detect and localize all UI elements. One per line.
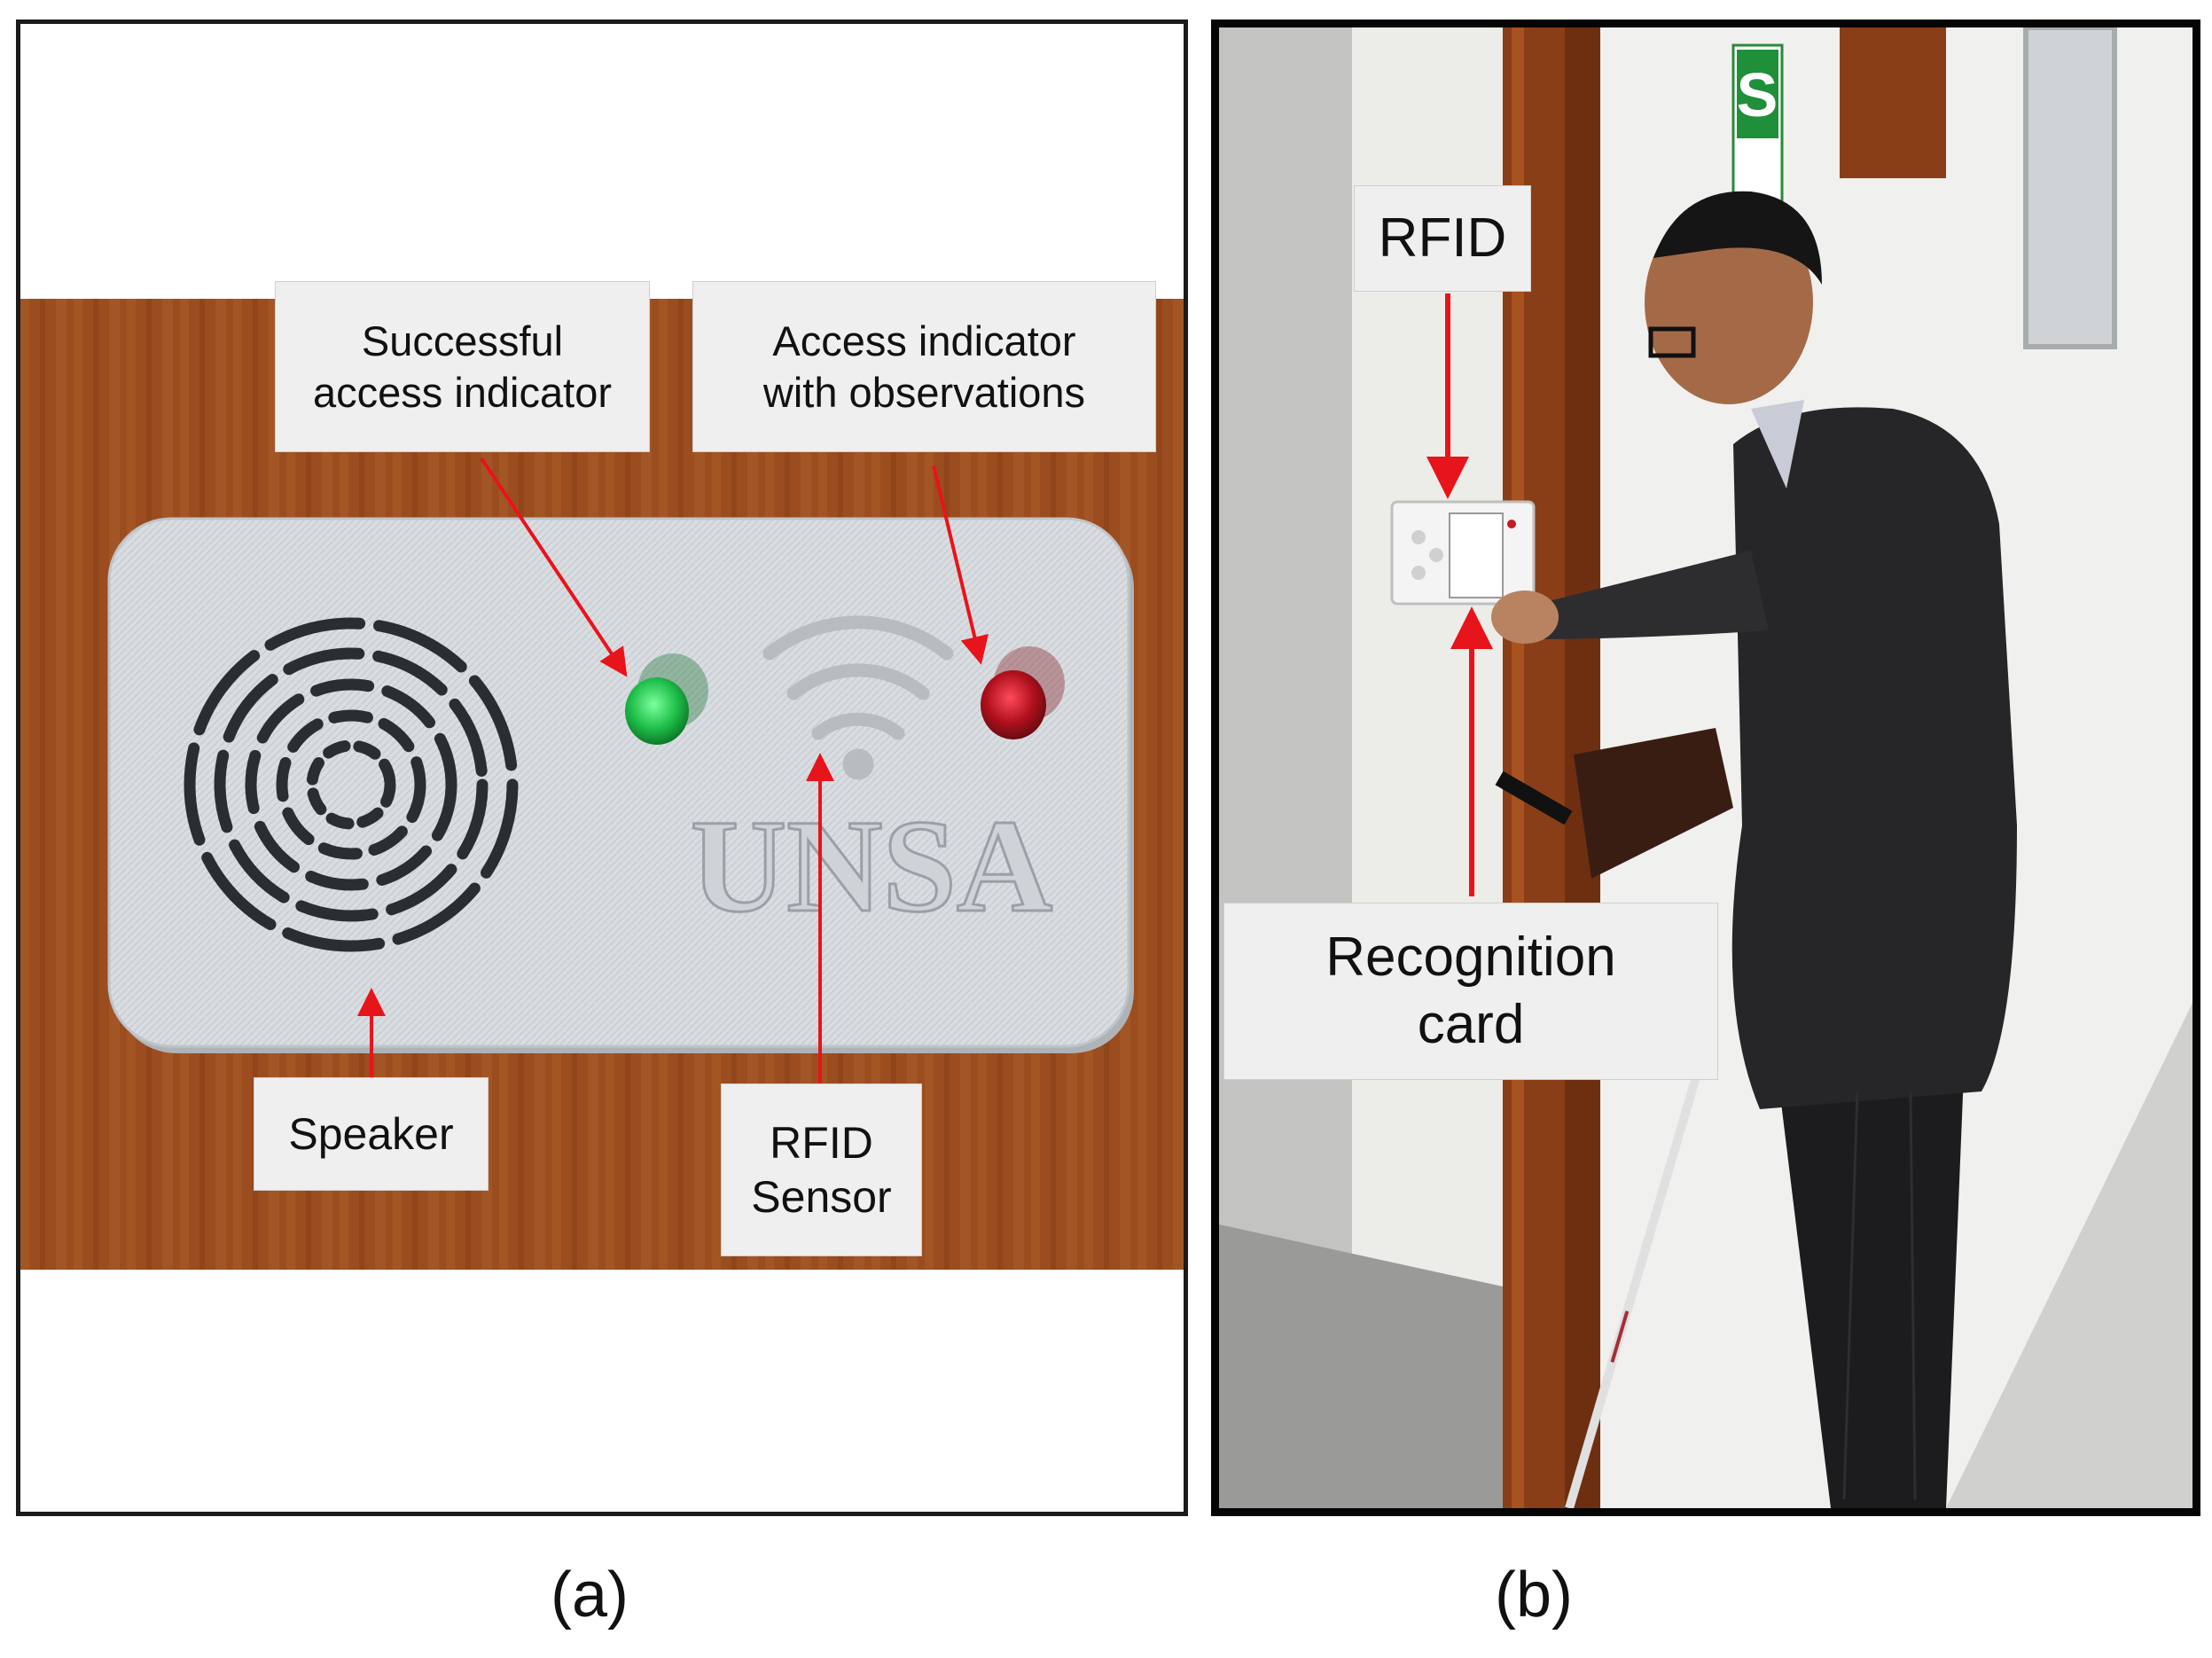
label-recognition-card: Recognition card (1223, 903, 1718, 1080)
speaker-grille-icon (184, 617, 519, 952)
rfid-wave-icon (762, 615, 954, 780)
access-device (107, 517, 1134, 1053)
recognition-card (1449, 512, 1504, 598)
unsa-logo: UNSA (691, 793, 1052, 940)
panel-b: S (1211, 20, 2200, 1516)
hall-floor (1946, 1003, 2192, 1508)
label-successful-access: Successful access indicator (275, 281, 650, 452)
panel-b-photo: S (1219, 27, 2192, 1508)
white-cane (1565, 1054, 1707, 1508)
person (1491, 191, 2017, 1508)
label-access-with-observations: Access indicator with observations (692, 281, 1156, 452)
arrow-access-observations (932, 465, 989, 665)
window (2023, 27, 2117, 349)
red-led (981, 646, 1065, 739)
label-speaker: Speaker (254, 1077, 489, 1191)
panel-a-photo: UNSA (20, 299, 1184, 1270)
panel-a: UNSA Successful access indicator Access … (16, 20, 1188, 1516)
door-frame (1503, 27, 1600, 1508)
label-rfid-sensor: RFID Sensor (721, 1083, 922, 1256)
distant-door (1840, 27, 1946, 178)
arrow-successful-access (480, 457, 628, 677)
callout-arrows-b (1426, 293, 1493, 896)
svg-text:S: S (1737, 60, 1778, 129)
callout-arrows (357, 457, 989, 1088)
floor (1219, 1224, 1503, 1508)
caption-a: (a) (551, 1560, 629, 1631)
label-rfid: RFID (1354, 185, 1531, 292)
green-led (625, 653, 708, 745)
caption-b: (b) (1495, 1560, 1573, 1631)
